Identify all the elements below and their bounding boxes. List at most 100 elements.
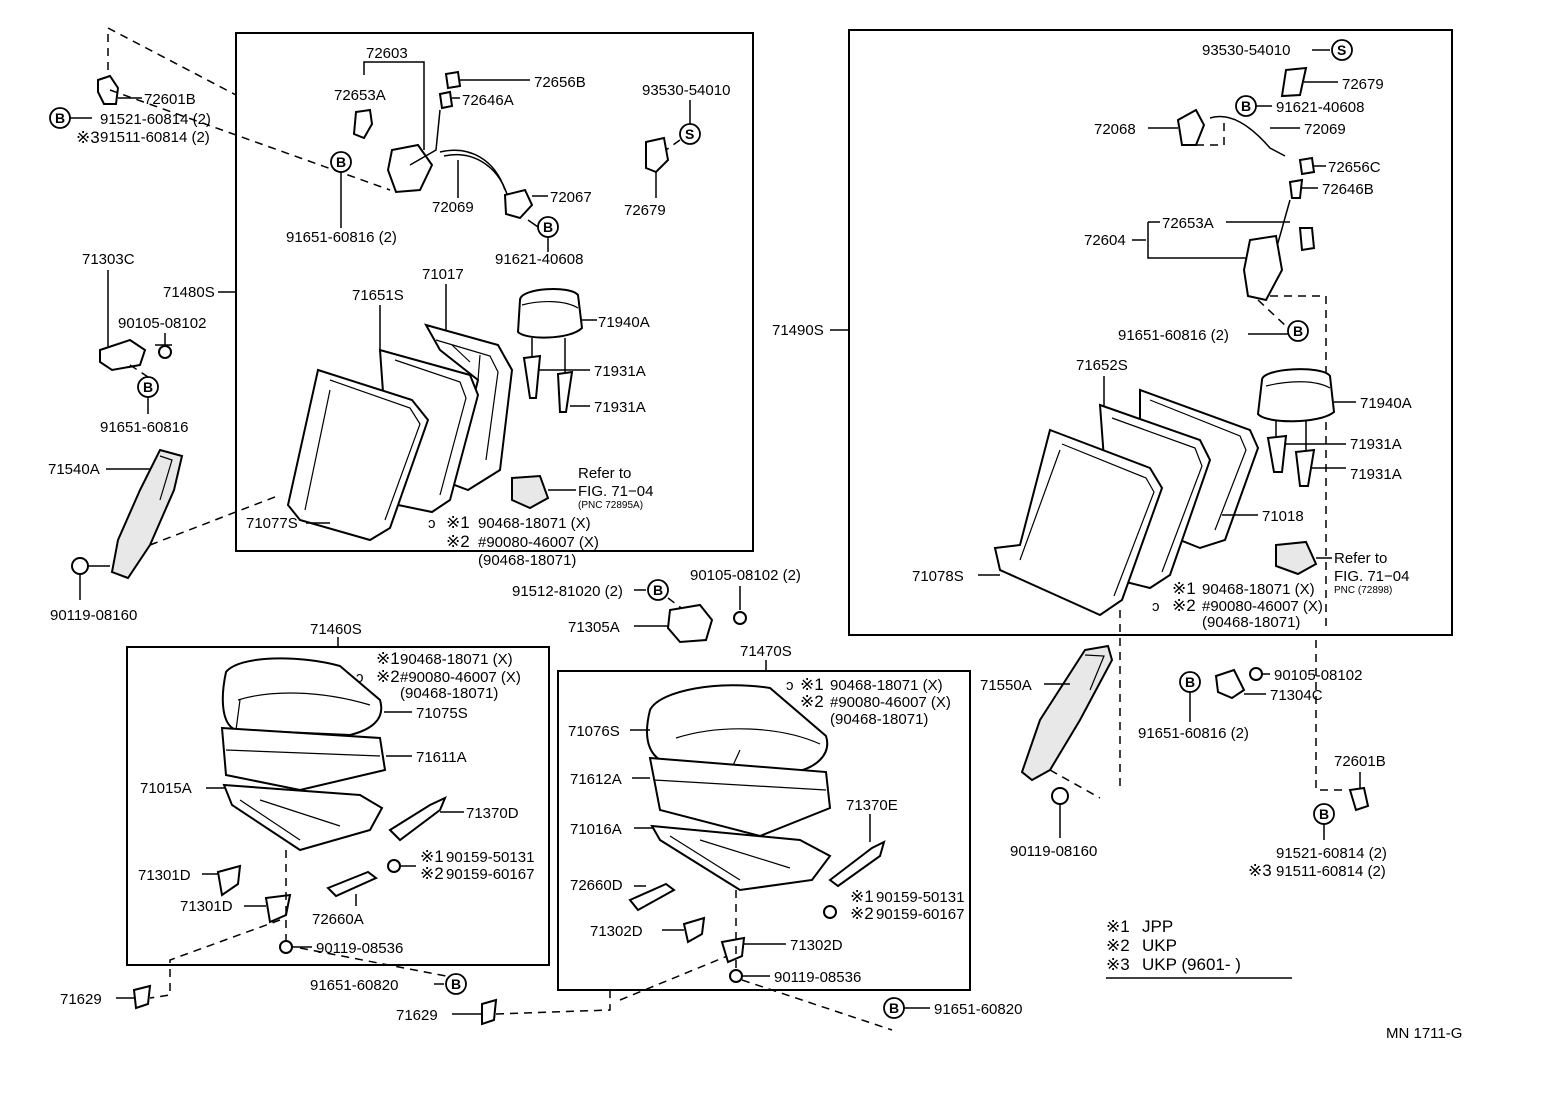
cover-72660d: [628, 882, 676, 912]
refer-right-2: FIG. 71−04: [1334, 568, 1409, 585]
label-71940a-left: 71940A: [598, 314, 650, 331]
label-91521-right: 91521-60814 (2): [1276, 845, 1387, 862]
mark-1-cushion-right: ※1: [800, 675, 824, 694]
note-1-right: 90468-18071 (X): [1202, 581, 1315, 598]
label-72656c: 72656C: [1328, 159, 1381, 176]
svg-text:B: B: [653, 582, 663, 598]
label-93530-right: 93530-54010: [1202, 42, 1290, 59]
diagram-code: MN 1711-G: [1386, 1025, 1462, 1042]
bolt-badge-b-11: B: [1313, 803, 1335, 825]
label-72067: 72067: [550, 189, 592, 206]
label-71078s: 71078S: [912, 568, 964, 585]
cushion-frame-71016a: [650, 824, 832, 892]
label-91651-60816-right: 91651-60816 (2): [1118, 327, 1229, 344]
note-1-cushion-left: 90468-18071 (X): [400, 651, 513, 668]
legend: ※1 JPP ※2 UKP ※3 UKP (9601- ): [1106, 917, 1292, 979]
bracket-72068: [1176, 108, 1206, 146]
hinge-cover-72601b-left: [97, 74, 120, 105]
label-90105-left: 90105-08102: [118, 315, 206, 332]
label-72068: 72068: [1094, 121, 1136, 138]
legend-mark-1: ※1: [1106, 917, 1130, 936]
label-91511-left: 91511-60814 (2): [100, 129, 210, 146]
note-3-cushion-right: (90468-18071): [830, 711, 928, 728]
recliner-lever-assembly-left: [386, 143, 434, 194]
cover-71302d-1: [682, 916, 706, 944]
cover-71302d-2: [720, 936, 746, 964]
label-71370e: 71370E: [846, 797, 898, 814]
label-71931a-left-1: 71931A: [594, 363, 646, 380]
screw-badge-s-2: S: [1331, 39, 1353, 61]
note-1-cushion-right: 90468-18071 (X): [830, 677, 943, 694]
refer-right-3: PNC (72898): [1334, 585, 1392, 596]
label-71629-left: 71629: [60, 991, 102, 1008]
group-label-71470s: 71470S: [740, 643, 792, 660]
seatback-cover-71078s: [993, 428, 1164, 617]
label-71651s: 71651S: [352, 287, 404, 304]
headrest-71940a-left: [516, 288, 584, 339]
bolt-badge-b-3: B: [537, 216, 559, 238]
label-91651-60816-short: 91651-60816: [100, 419, 188, 436]
label-91521-left: 91521-60814 (2): [100, 111, 211, 128]
front-right-seatback-box: [848, 29, 1453, 636]
headrest-support-71931a-right-1: [1266, 434, 1288, 473]
recliner-lever-assembly-right: [1242, 234, 1284, 302]
label-71302d-2: 71302D: [790, 937, 843, 954]
refer-part-left: [511, 474, 550, 510]
note-2-cushion-left: #90080-46007 (X): [400, 669, 521, 686]
hook-mark-left: ɔ: [428, 515, 436, 532]
mark-3-right: ※3: [1248, 861, 1272, 880]
label-71540a: 71540A: [48, 461, 100, 478]
label-72660a: 72660A: [312, 911, 364, 928]
hook-mark-right: ɔ: [1152, 598, 1160, 615]
label-90119-08160-left: 90119-08160: [50, 607, 137, 624]
knob-72646b: [1288, 178, 1304, 199]
label-71931a-left-2: 71931A: [594, 399, 646, 416]
hinge-cover-72601b-right: [1348, 786, 1370, 812]
bolt-badge-b-1: B: [49, 107, 71, 129]
bolt-badge-b-4: B: [330, 151, 352, 173]
note-2-left: #90080-46007 (X): [478, 534, 599, 551]
svg-text:S: S: [1337, 42, 1346, 58]
mark-2-right: ※2: [1172, 596, 1196, 615]
label-91651-60820-right: 91651-60820: [934, 1001, 1022, 1018]
front-right-cushion-box: [557, 670, 971, 991]
label-91512: 91512-81020 (2): [512, 583, 623, 600]
knob-72656c: [1298, 156, 1316, 176]
label-71304c: 71304C: [1270, 687, 1323, 704]
mark-2-cushion-left: ※2: [376, 667, 400, 686]
mark-3: ※3: [76, 128, 100, 147]
label-72646a: 72646A: [462, 92, 514, 109]
bolt-badge-b-9: B: [883, 997, 905, 1019]
label-91621-left: 91621-40608: [495, 251, 583, 268]
lock-knob-72653a-right: [1298, 227, 1316, 252]
note-1-left: 90468-18071 (X): [478, 515, 591, 532]
label-71301d-1: 71301D: [138, 867, 191, 884]
group-label-71490s: 71490S: [772, 322, 824, 339]
hook-mark-cushion-left: ɔ: [356, 669, 364, 686]
label-72679-right: 72679: [1342, 76, 1384, 93]
svg-text:B: B: [143, 379, 153, 395]
cover-72679-left: [645, 136, 670, 174]
label-90159-50131-left: 90159-50131: [446, 849, 534, 866]
svg-text:B: B: [451, 976, 461, 992]
label-71305a: 71305A: [568, 619, 620, 636]
label-91651-60816-right2: 91651-60816 (2): [1138, 725, 1249, 742]
lock-knob-72653a-left: [352, 108, 374, 140]
bolt-badge-b-2: B: [137, 376, 159, 398]
svg-text:B: B: [336, 154, 346, 170]
label-71370d: 71370D: [466, 805, 519, 822]
mark-2-bolt-left: ※2: [420, 864, 444, 883]
label-71611a: 71611A: [416, 749, 467, 766]
label-71302d-1: 71302D: [590, 923, 643, 940]
mark-2-cushion-right: ※2: [800, 692, 824, 711]
cushion-pad-71612a: [648, 756, 832, 838]
label-72601b-left: 72601B: [144, 91, 196, 108]
label-72653a-right: 72653A: [1162, 215, 1214, 232]
note-3-right: (90468-18071): [1202, 614, 1300, 631]
label-93530-left: 93530-54010: [642, 82, 730, 99]
label-72601b-right: 72601B: [1334, 753, 1386, 770]
label-90105-right: 90105-08102: [1274, 667, 1362, 684]
knob-72656b: [444, 70, 462, 90]
refer-left-1: Refer to: [578, 465, 631, 482]
label-91621-right: 91621-40608: [1276, 99, 1364, 116]
